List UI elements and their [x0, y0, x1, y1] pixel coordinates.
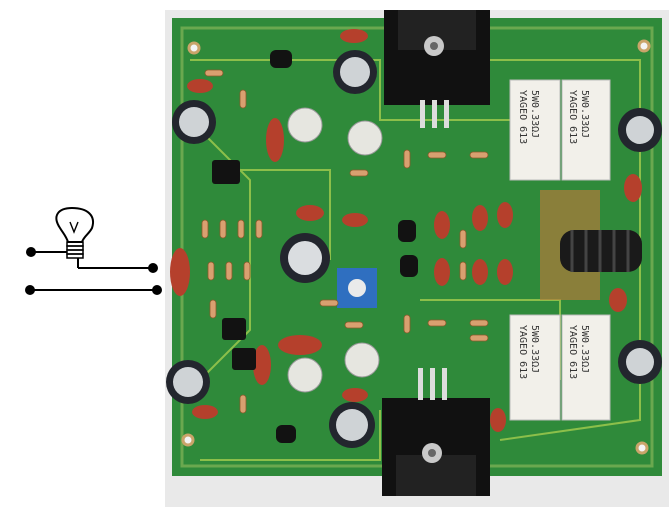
resistor-1-line1: 5W0.33ΩJ [529, 90, 540, 138]
resistor-1-line2: YAGEO 613 [517, 90, 528, 144]
terminal-dot [25, 285, 35, 295]
resistor-4-line2: YAGEO 613 [567, 325, 578, 379]
power-resistor-4: 5W0.33ΩJ YAGEO 613 [561, 314, 611, 421]
small-resistors [201, 69, 489, 414]
mounting-holes [181, 39, 651, 455]
resistor-4-line1: 5W0.33ΩJ [579, 325, 590, 373]
schematic-sketch [25, 206, 162, 295]
terminal-dot [148, 263, 158, 273]
heatsink-top [384, 10, 490, 128]
light-bulb-icon [55, 206, 94, 259]
power-resistor-1: 5W0.33ΩJ YAGEO 613 [509, 79, 561, 181]
power-resistor-3: 5W0.33ΩJ YAGEO 613 [509, 314, 561, 421]
electrolytic-capacitors [166, 50, 662, 448]
heatsink-bottom [382, 368, 490, 496]
film-capacitors [170, 29, 642, 432]
resistor-3-line1: 5W0.33ΩJ [529, 325, 540, 373]
terminal-dot [152, 285, 162, 295]
output-coil [560, 230, 642, 272]
terminal-dot [26, 247, 36, 257]
trim-pot [337, 268, 377, 308]
small-transistors [212, 50, 418, 443]
power-resistor-2: 5W0.33ΩJ YAGEO 613 [561, 79, 611, 181]
resistor-3-line2: YAGEO 613 [517, 325, 528, 379]
metal-transistors [287, 107, 383, 393]
resistor-2-line2: YAGEO 613 [567, 90, 578, 144]
resistor-2-line1: 5W0.33ΩJ [579, 90, 590, 138]
